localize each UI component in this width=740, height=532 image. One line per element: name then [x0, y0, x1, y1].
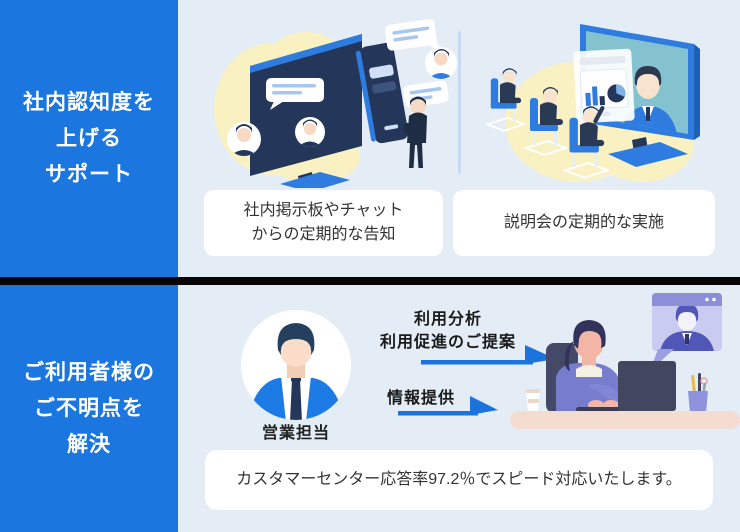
bottom-sidebar-title: ご利用者様の ご不明点を 解決	[23, 355, 155, 463]
bottom-sidebar-title-line: 解決	[67, 432, 111, 456]
caption-seminar-line: 説明会の定期的な実施	[503, 214, 664, 231]
caption-bulletin: 社内掲示板やチャット からの定期的な告知	[204, 190, 443, 256]
top-sidebar-title: 社内認知度を 上げる サポート	[23, 85, 155, 193]
top-sidebar: 社内認知度を 上げる サポート	[0, 0, 178, 277]
top-sidebar-title-line: サポート	[45, 162, 133, 186]
sales-rep-label: 営業担当	[261, 425, 330, 442]
arrow-label-analysis-line: 利用分析	[413, 311, 482, 328]
support-operator-illustration	[510, 293, 740, 429]
arrow-label-info-line: 情報提供	[386, 390, 455, 407]
bottom-sidebar-title-line: ご利用者様の	[23, 360, 155, 384]
caption-seminar: 説明会の定期的な実施	[453, 190, 715, 256]
sales-rep-avatar	[241, 310, 351, 420]
arrow-label-analysis-line: 利用促進のご提案	[379, 334, 516, 351]
top-sidebar-title-line: 社内認知度を	[23, 90, 155, 114]
caption-bulletin-line: からの定期的な告知	[251, 226, 396, 243]
arrow-right-icon	[398, 396, 498, 416]
arrow-label-info: 情報提供	[381, 387, 461, 410]
seminar-illustration	[486, 24, 700, 182]
bulletin-chat-illustration	[214, 19, 457, 188]
top-sidebar-title-line: 上げる	[56, 126, 122, 150]
bottom-sidebar-title-line: ご不明点を	[34, 396, 144, 420]
panel-divider	[458, 31, 461, 174]
caption-response-rate: カスタマーセンター応答率97.2％でスピード対応いたします。	[205, 450, 713, 510]
section-divider	[0, 277, 740, 285]
arrow-label-analysis: 利用分析 利用促進のご提案	[373, 308, 523, 354]
caption-bulletin-line: 社内掲示板やチャット	[243, 202, 404, 219]
caption-response-rate-text: カスタマーセンター応答率97.2％でスピード対応いたします。	[236, 471, 682, 488]
sales-rep-avatar-icon	[241, 310, 351, 420]
bottom-sidebar: ご利用者様の ご不明点を 解決	[0, 285, 178, 532]
